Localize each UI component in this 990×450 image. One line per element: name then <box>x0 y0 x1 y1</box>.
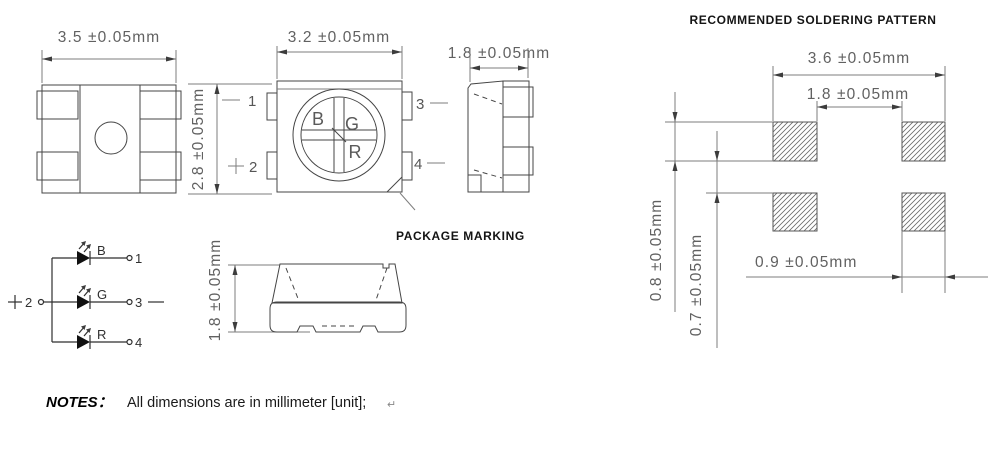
profile-view: 1.8 ±0.05mm <box>207 239 407 341</box>
led-symbol-green <box>77 295 90 309</box>
package-marking-leader <box>399 192 416 211</box>
terminal-node <box>126 338 133 346</box>
front-view-pin2-label: 2 <box>249 159 257 176</box>
front-view-body <box>276 80 403 193</box>
die-circle-outer <box>292 88 386 182</box>
soldering-pad-height-dimension: 0.8 ±0.05mm <box>648 199 665 301</box>
profile-view-height-dimension: 1.8 ±0.05mm <box>207 239 224 341</box>
front-view-pad-4 <box>401 151 413 181</box>
front-view-pin3-label: 3 <box>416 96 424 113</box>
front-view-width-dimension: 3.2 ±0.05mm <box>288 29 390 46</box>
front-view-pad-3 <box>401 91 413 121</box>
soldering-pad-width-dimension: 0.9 ±0.05mm <box>755 254 857 271</box>
top-view-body <box>41 84 177 194</box>
schematic-pin2-label: 2 <box>25 295 32 310</box>
top-view: 3.5 ±0.05mm <box>36 29 182 194</box>
package-marking-label: PACKAGE MARKING <box>396 229 525 243</box>
schematic-led-b-label: B <box>97 243 106 258</box>
schematic-pin4-label: 4 <box>135 335 142 350</box>
soldering-row-gap-dimension: 0.7 ±0.05mm <box>688 234 705 336</box>
side-view-pad <box>502 146 534 176</box>
top-view-pad <box>36 151 79 181</box>
terminal-node <box>126 298 133 306</box>
die-label-red: R <box>349 142 362 162</box>
top-view-center-hole <box>94 121 128 155</box>
profile-reflector <box>271 263 403 304</box>
top-view-pad <box>36 90 79 120</box>
top-view-pad <box>139 151 182 181</box>
terminal-node <box>37 298 45 306</box>
die-circle-inner <box>300 96 378 174</box>
notes-label: NOTES： <box>46 394 113 411</box>
side-view-pad <box>502 86 534 118</box>
paragraph-return-mark: ↵ <box>387 399 396 411</box>
die-label-blue: B <box>312 109 324 129</box>
led-symbol-red <box>77 335 90 349</box>
solder-pad <box>772 192 818 232</box>
front-view: 3.2 ±0.05mm B G R 1 2 3 4 <box>222 29 448 211</box>
chamfer-mark <box>386 176 403 193</box>
notes-text: All dimensions are in millimeter [unit]; <box>127 395 366 411</box>
soldering-inner-gap-dimension: 1.8 ±0.05mm <box>807 86 909 103</box>
schematic-led-g-label: G <box>97 287 107 302</box>
front-view-pin1-label: 1 <box>248 93 256 110</box>
top-view-pad <box>139 90 182 120</box>
side-view-terminal-strip <box>502 80 530 193</box>
solder-pad <box>901 192 946 232</box>
circuit-schematic: 2 B 1 G 3 R 4 <box>8 241 164 350</box>
height-dimension-2-8: 2.8 ±0.05mm <box>188 83 272 195</box>
solder-pad <box>772 121 818 162</box>
led-symbol-blue <box>77 251 90 265</box>
schematic-led-r-label: R <box>97 327 106 342</box>
side-view-width-dimension: 1.8 ±0.05mm <box>448 45 550 62</box>
notes: NOTES： All dimensions are in millimeter … <box>46 394 396 411</box>
soldering-outer-width-dimension: 3.6 ±0.05mm <box>808 50 910 67</box>
schematic-pin3-label: 3 <box>135 295 142 310</box>
front-view-pad-2 <box>266 151 278 180</box>
die-label-green: G <box>345 114 359 134</box>
front-view-height-dimension: 2.8 ±0.05mm <box>190 88 207 190</box>
terminal-node <box>126 254 133 262</box>
side-view: 1.8 ±0.05mm <box>448 45 550 193</box>
top-view-width-dimension: 3.5 ±0.05mm <box>58 29 160 46</box>
profile-base <box>269 301 407 333</box>
soldering-pattern-title: RECOMMENDED SOLDERING PATTERN <box>690 13 937 27</box>
schematic-pin1-label: 1 <box>135 251 142 266</box>
front-view-pin4-label: 4 <box>414 156 422 173</box>
front-view-pad-1 <box>266 92 278 121</box>
soldering-pattern: RECOMMENDED SOLDERING PATTERN 3.6 ±0.05m… <box>648 13 988 348</box>
solder-pad <box>901 121 946 162</box>
